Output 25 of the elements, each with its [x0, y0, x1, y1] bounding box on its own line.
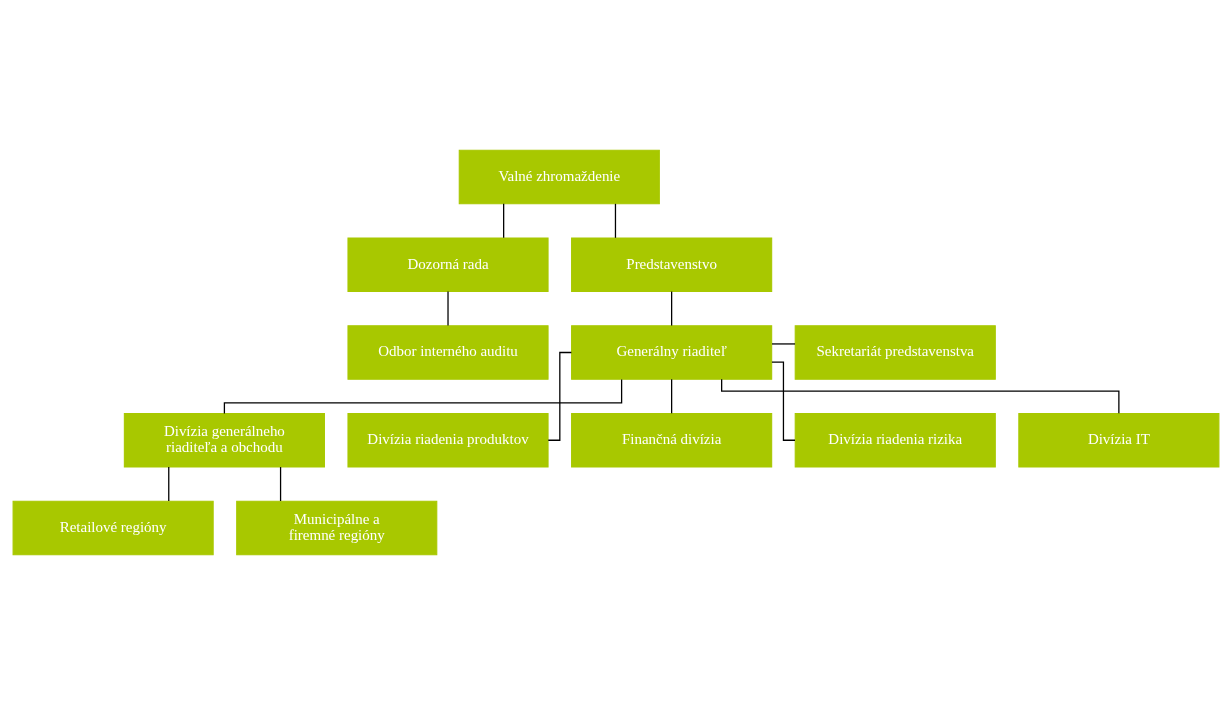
node-box: Valné zhromaždenie: [458, 149, 660, 205]
connector: [771, 343, 796, 345]
connector: [614, 203, 617, 239]
node-box: Predstavenstvo: [571, 237, 773, 293]
connector: [223, 378, 623, 415]
connector: [279, 466, 282, 502]
node-box: Divízia riadenia rizika: [794, 412, 996, 468]
connector: [671, 290, 673, 327]
connector: [721, 378, 1120, 414]
node-box: Retailové regióny: [12, 500, 214, 556]
node-box: Divízia generálneho riaditeľa a obchodu: [123, 412, 325, 468]
connector: [547, 351, 572, 441]
node-box: Divízia IT: [1018, 412, 1220, 468]
node-box: Finančná divízia: [571, 412, 773, 468]
node-box: Generálny riaditeľ: [571, 325, 773, 380]
node-box: Municipálne a firemné regióny: [236, 500, 438, 556]
connector: [771, 361, 796, 441]
node-box: Sekretariát predstavenstva: [794, 325, 996, 380]
connector: [447, 290, 449, 327]
connector: [503, 203, 505, 239]
node-box: Odbor interného auditu: [347, 325, 549, 380]
node-box: Divízia riadenia produktov: [347, 412, 549, 468]
node-box: Dozorná rada: [347, 237, 549, 293]
connector: [671, 378, 673, 414]
connector: [168, 466, 170, 502]
